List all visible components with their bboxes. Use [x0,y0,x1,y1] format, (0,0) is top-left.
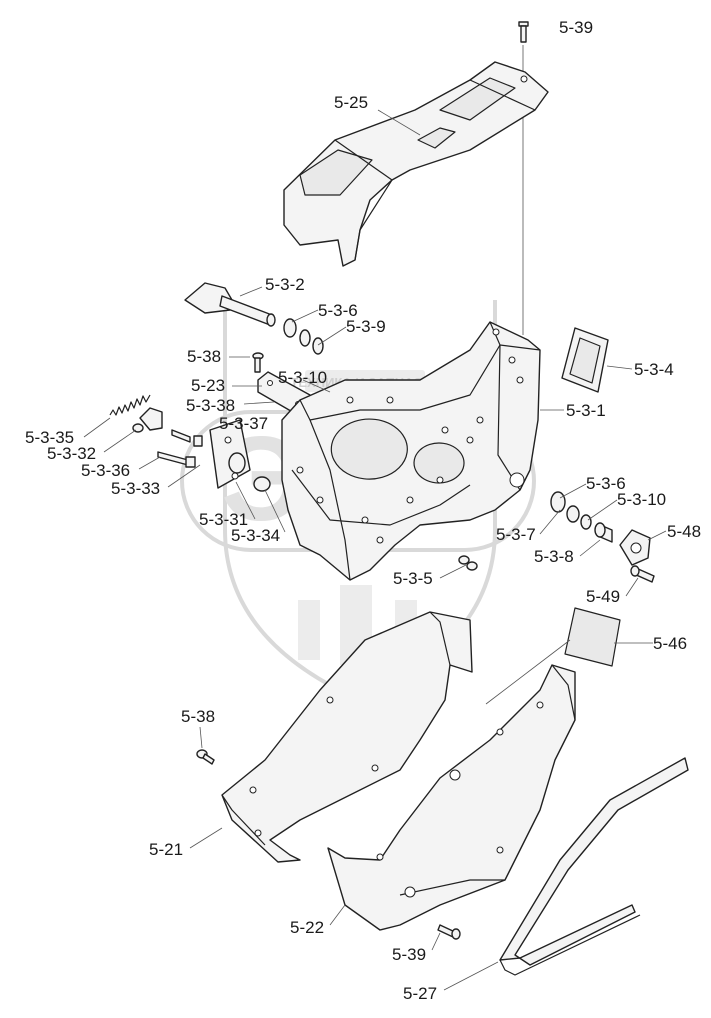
label-5-3-37: 5-3-37 [219,414,268,433]
label-5-3-35: 5-3-35 [25,428,74,447]
label-5-3-6-upper: 5-3-6 [318,301,358,320]
side-panel-5-22 [327,664,576,931]
bolt-5-38-upper [252,352,264,373]
trim-strip-5-27 [499,757,689,976]
bolts-5-3-36 [157,429,203,468]
leader-lines [83,109,667,991]
label-5-3-34: 5-3-34 [231,526,280,545]
main-frame-5-3-1 [281,321,541,581]
label-5-38-upper: 5-38 [187,347,221,366]
label-5-3-33: 5-3-33 [111,479,160,498]
label-5-3-2: 5-3-2 [265,275,305,294]
label-5-3-32: 5-3-32 [47,444,96,463]
label-5-21: 5-21 [149,840,183,859]
spring-5-3-35 [109,394,151,416]
side-panel-5-21 [221,611,473,863]
console-cover-5-25 [283,61,549,267]
label-5-3-38: 5-3-38 [186,396,235,415]
part-labels: 5-39 5-25 5-3-2 5-3-6 5-3-9 5-38 5-3-10 … [25,18,701,1003]
lever-5-3-32 [132,407,163,433]
gasket-5-3-4 [561,327,609,393]
label-5-3-4: 5-3-4 [634,360,674,379]
label-5-3-5: 5-3-5 [393,569,433,588]
label-5-46: 5-46 [653,634,687,653]
bolt-5-38-lower [196,749,215,765]
plate-5-46 [564,607,621,667]
bushing-set-right [550,491,613,543]
bolt-5-39-top [518,21,529,43]
label-5-3-7: 5-3-7 [496,525,536,544]
pivot-pin-5-3-2 [184,282,276,327]
cover-plate-5-48 [619,529,651,566]
label-5-23: 5-23 [191,376,225,395]
label-5-3-36: 5-3-36 [81,461,130,480]
bolt-5-39-bottom [437,924,461,940]
label-5-3-1: 5-3-1 [566,401,606,420]
nut-5-3-5 [458,555,478,571]
label-5-25: 5-25 [334,93,368,112]
label-5-39-top: 5-39 [559,18,593,37]
roller-5-3-34 [253,476,271,492]
label-5-38-lower: 5-38 [181,707,215,726]
label-5-3-6-right: 5-3-6 [586,474,626,493]
bracket-5-3-31 [209,419,251,489]
bushing-set-upper [283,318,324,355]
label-5-3-9: 5-3-9 [346,317,386,336]
label-5-3-8: 5-3-8 [534,547,574,566]
bolt-5-49 [630,565,655,583]
label-5-3-10-upper: 5-3-10 [278,368,327,387]
label-5-3-10-right: 5-3-10 [617,490,666,509]
label-5-49: 5-49 [586,587,620,606]
label-5-22: 5-22 [290,918,324,937]
label-5-39-bottom: 5-39 [392,945,426,964]
label-5-48: 5-48 [667,522,701,541]
label-5-27: 5-27 [403,984,437,1003]
label-5-3-31: 5-3-31 [199,510,248,529]
